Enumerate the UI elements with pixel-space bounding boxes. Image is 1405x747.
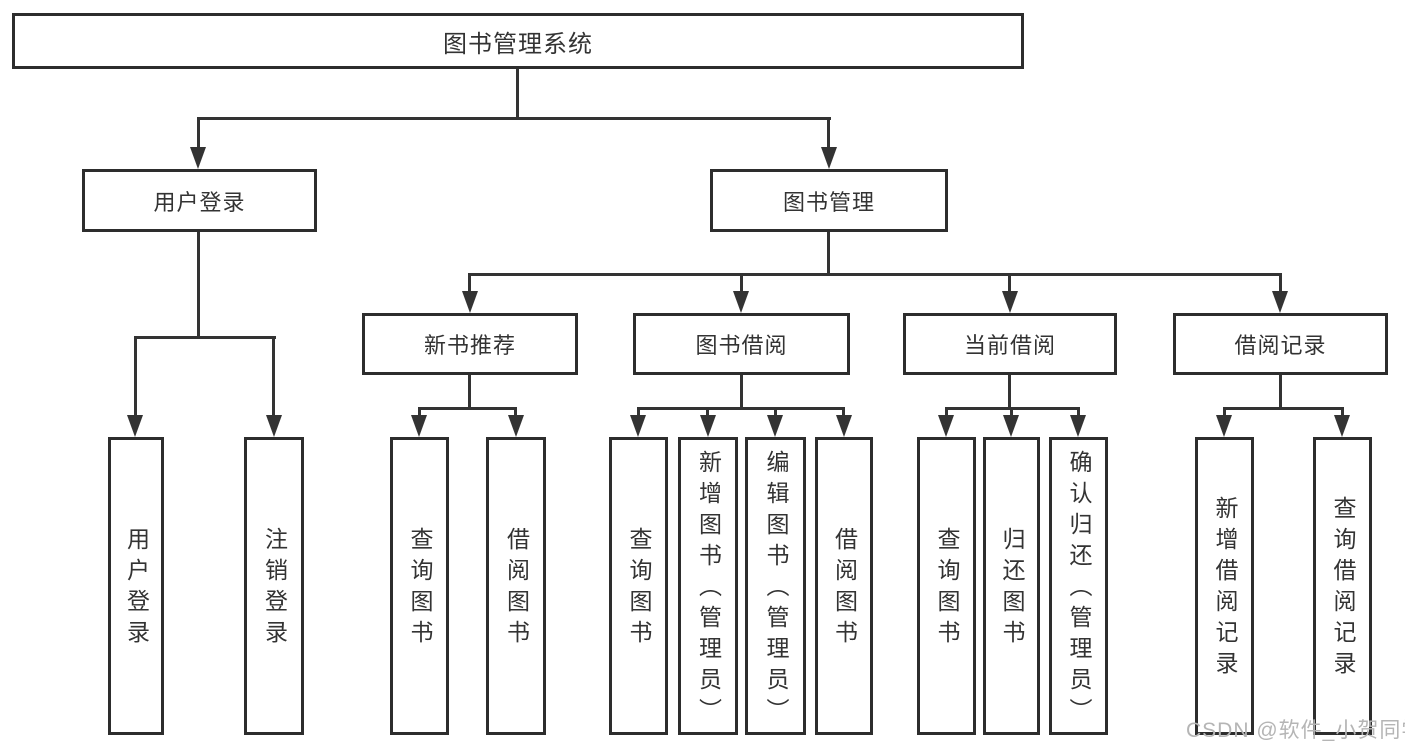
connector-stem-book-borrow <box>740 273 743 292</box>
arrowhead-br2 <box>700 415 716 437</box>
leaf-borrow-borrow: 借阅图书 <box>815 437 873 735</box>
node-current-borrow: 当前借阅 <box>903 313 1117 375</box>
arrowhead-leaf-logout <box>266 415 282 437</box>
connector-stem-br2 <box>706 407 709 416</box>
connector-records-stem <box>1279 375 1282 407</box>
connector-stem-br3 <box>774 407 777 416</box>
connector-root-stem <box>516 69 519 118</box>
leaf-records-query: 查询借阅记录 <box>1313 437 1372 735</box>
leaf-current-confirm-admin: 确认归还（管理员） <box>1049 437 1108 735</box>
arrowhead-nb2 <box>508 415 524 437</box>
leaf-user-login: 用户登录 <box>108 437 164 735</box>
node-root-system: 图书管理系统 <box>12 13 1024 69</box>
leaf-logout: 注销登录 <box>244 437 304 735</box>
connector-stem-cu3 <box>1077 407 1080 416</box>
csdn-watermark: CSDN @软件_小贺同学 <box>1186 719 1405 742</box>
connector-stem-new-book <box>468 273 471 292</box>
connector-stem-cu2 <box>1010 407 1013 416</box>
arrowhead-cu2 <box>1003 415 1019 437</box>
arrowhead-new-book <box>462 291 478 313</box>
arrowhead-current-borrow <box>1002 291 1018 313</box>
connector-stem-borrow-records <box>1279 273 1282 292</box>
arrowhead-br1 <box>630 415 646 437</box>
arrowhead-rc2 <box>1334 415 1350 437</box>
leaf-borrow-edit-admin: 编辑图书（管理员） <box>745 437 806 735</box>
connector-newbook-stem <box>468 375 471 407</box>
node-user-login: 用户登录 <box>82 169 317 232</box>
connector-borrow-hline <box>637 407 845 410</box>
arrowhead-leaf-login <box>127 415 143 437</box>
connector-stem-cu1 <box>945 407 948 416</box>
connector-root-hline <box>197 117 831 120</box>
connector-borrow-stem <box>740 375 743 407</box>
connector-newbook-hline <box>418 407 517 410</box>
connector-stem-nb2 <box>514 407 517 416</box>
connector-bookmgmt-stem <box>827 232 830 273</box>
connector-stem-user-login <box>197 117 200 148</box>
leaf-newbook-borrow: 借阅图书 <box>486 437 546 735</box>
arrowhead-br4 <box>836 415 852 437</box>
arrowhead-book-borrow <box>733 291 749 313</box>
arrowhead-book-mgmt <box>821 147 837 169</box>
leaf-borrow-query: 查询图书 <box>609 437 668 735</box>
connector-stem-leaf-logout <box>272 336 275 416</box>
connector-stem-current-borrow <box>1008 273 1011 292</box>
node-book-borrow: 图书借阅 <box>633 313 850 375</box>
connector-stem-book-mgmt <box>827 117 830 148</box>
connector-stem-br1 <box>637 407 640 416</box>
arrowhead-nb1 <box>411 415 427 437</box>
connector-bookmgmt-hline <box>468 273 1281 276</box>
leaf-newbook-query: 查询图书 <box>390 437 449 735</box>
node-book-mgmt: 图书管理 <box>710 169 948 232</box>
connector-userlogin-hline <box>134 336 276 339</box>
leaf-current-query: 查询图书 <box>917 437 976 735</box>
arrowhead-borrow-records <box>1272 291 1288 313</box>
connector-stem-br4 <box>842 407 845 416</box>
connector-stem-nb1 <box>418 407 421 416</box>
connector-stem-leaf-login <box>134 336 137 416</box>
connector-userlogin-stem <box>197 232 200 336</box>
connector-stem-rc1 <box>1223 407 1226 416</box>
node-new-book-rec: 新书推荐 <box>362 313 578 375</box>
arrowhead-cu3 <box>1070 415 1086 437</box>
node-borrow-records: 借阅记录 <box>1173 313 1388 375</box>
connector-stem-rc2 <box>1341 407 1344 416</box>
leaf-borrow-add-admin: 新增图书（管理员） <box>678 437 738 735</box>
connector-current-stem <box>1008 375 1011 407</box>
arrowhead-rc1 <box>1216 415 1232 437</box>
connector-records-hline <box>1223 407 1344 410</box>
arrowhead-cu1 <box>938 415 954 437</box>
leaf-records-add: 新增借阅记录 <box>1195 437 1254 735</box>
arrowhead-br3 <box>767 415 783 437</box>
leaf-current-return: 归还图书 <box>983 437 1040 735</box>
arrowhead-user-login <box>190 147 206 169</box>
